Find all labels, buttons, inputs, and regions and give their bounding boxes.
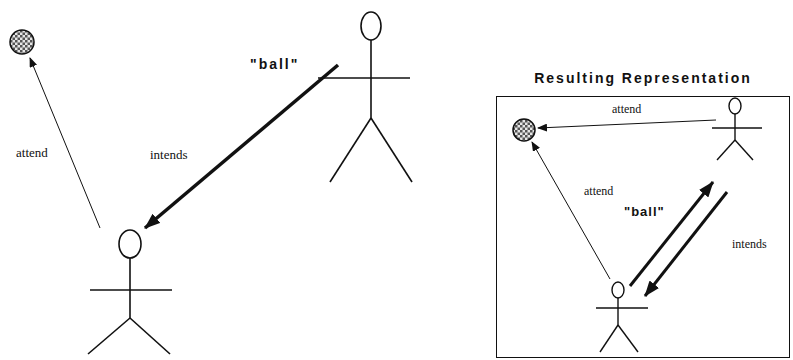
arrow-label: attend <box>14 146 50 161</box>
attend-arrow <box>532 142 610 279</box>
adult-figure <box>712 98 762 160</box>
box-heading: Resulting Representation <box>496 70 790 86</box>
attend-arrow <box>538 120 716 128</box>
ball-arrow <box>630 182 713 286</box>
attend-arrow <box>30 58 100 228</box>
arrow-label: intends <box>148 148 190 163</box>
ball <box>513 119 535 141</box>
spoken-word: "ball" <box>248 56 301 72</box>
child-figure <box>596 282 648 352</box>
arrow-label: intends <box>730 238 769 252</box>
adult-figure <box>318 12 412 182</box>
arrow-label: attend <box>610 103 643 117</box>
child-figure <box>88 230 172 354</box>
ball <box>10 30 34 54</box>
spoken-word: "ball" <box>622 205 667 220</box>
arrow-label: attend <box>582 185 615 199</box>
intends-arrow <box>145 65 338 228</box>
box-outline <box>496 96 790 358</box>
